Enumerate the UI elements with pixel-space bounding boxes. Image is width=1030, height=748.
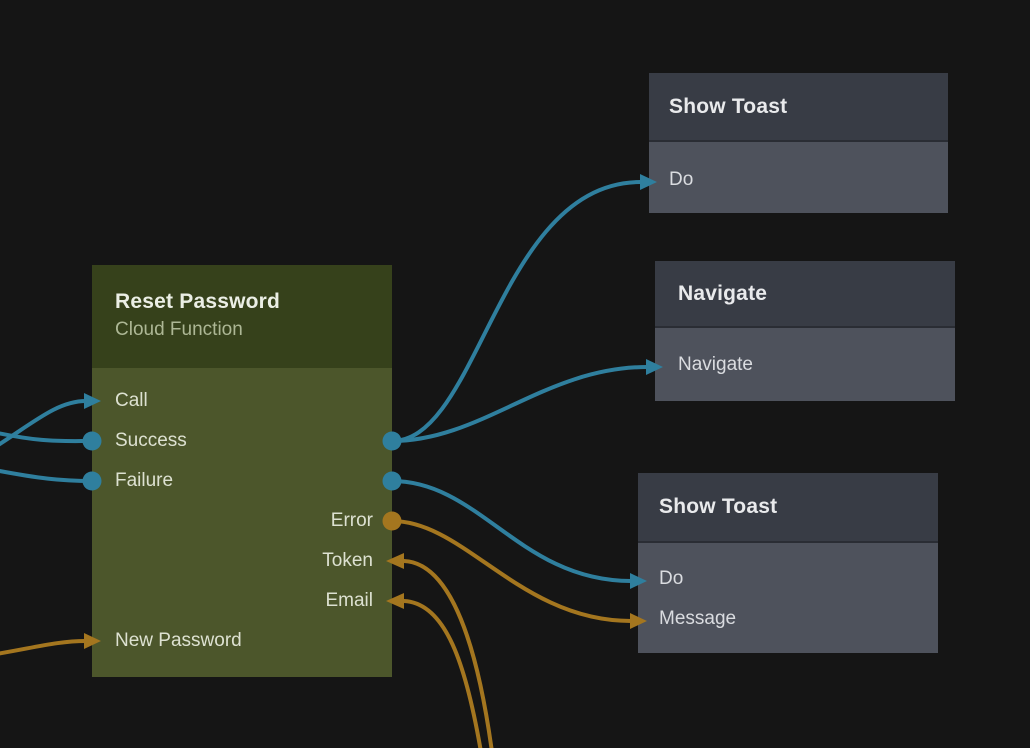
port-navigate[interactable]: Navigate [655, 351, 955, 379]
port-failure[interactable]: Failure [92, 467, 392, 495]
node-navigate[interactable]: Navigate Navigate [655, 261, 955, 403]
port-error[interactable]: Error [92, 507, 392, 535]
edge-offscreen-to-call[interactable] [0, 399, 88, 454]
port-label: Success [115, 430, 187, 451]
port-email[interactable]: Email [92, 587, 392, 615]
port-label: Navigate [678, 354, 753, 375]
node-header: Navigate [655, 261, 955, 328]
edge-offscreen-to-failure[interactable] [0, 468, 94, 483]
node-body: Navigate [655, 328, 955, 401]
edge-offscreen-to-email[interactable] [402, 599, 483, 748]
edge-offscreen-to-token[interactable] [402, 559, 494, 748]
port-token[interactable]: Token [92, 547, 392, 575]
node-reset-password[interactable]: Reset Password Cloud Function Call Succe… [92, 265, 392, 677]
node-title: Show Toast [669, 94, 788, 118]
port-label: Call [115, 390, 148, 411]
port-label: Do [659, 568, 684, 589]
node-body: Call Success Failure Error Token Email N… [92, 368, 392, 677]
node-header: Reset Password Cloud Function [92, 265, 392, 368]
port-do[interactable]: Do [649, 166, 948, 194]
node-body: Do [649, 142, 948, 213]
node-title: Navigate [678, 281, 768, 305]
port-label: Message [659, 608, 737, 629]
node-show-toast-top[interactable]: Show Toast Do [649, 73, 948, 215]
edge-failure-to-showtoast-do[interactable] [390, 479, 633, 583]
port-label: Failure [115, 470, 174, 491]
port-success[interactable]: Success [92, 427, 392, 455]
node-subtitle: Cloud Function [115, 319, 243, 340]
edge-offscreen-to-success[interactable] [0, 430, 94, 444]
port-label: New Password [115, 630, 242, 651]
node-title: Reset Password [115, 290, 281, 313]
port-message[interactable]: Message [638, 605, 938, 633]
node-header: Show Toast [638, 473, 938, 543]
port-new-password[interactable]: New Password [92, 627, 392, 655]
node-show-toast-bottom[interactable]: Show Toast Do Message [638, 473, 938, 655]
port-label: Token [322, 550, 373, 571]
edge-success-to-navigate[interactable] [390, 365, 649, 443]
node-header: Show Toast [649, 73, 948, 142]
port-label: Do [669, 169, 694, 190]
port-label: Email [325, 590, 373, 611]
edge-success-to-showtoast-do[interactable] [390, 180, 643, 443]
node-body: Do Message [638, 543, 938, 653]
port-call[interactable]: Call [92, 387, 392, 415]
port-do[interactable]: Do [638, 565, 938, 593]
port-label: Error [330, 510, 373, 531]
node-title: Show Toast [659, 495, 778, 518]
edge-error-to-message[interactable] [390, 519, 633, 623]
edge-offscreen-to-new-password[interactable] [0, 639, 88, 656]
